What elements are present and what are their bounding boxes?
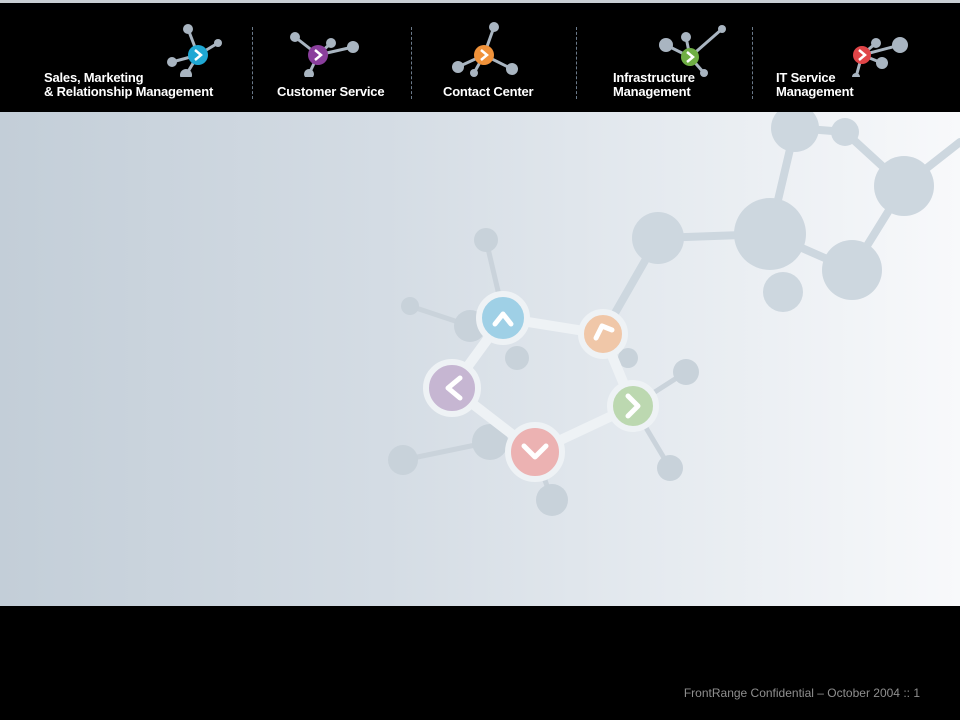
category-label: Sales, Marketing & Relationship Manageme… (44, 70, 214, 99)
content-area (0, 112, 960, 606)
category-label: Customer Service (277, 84, 385, 99)
category-sales-marketing[interactable]: Sales, Marketing & Relationship Manageme… (0, 3, 250, 112)
network-node-icon (852, 37, 908, 77)
category-separator (752, 27, 753, 99)
category-separator (411, 27, 412, 99)
category-infrastructure-management[interactable]: Infrastructure Management (580, 3, 750, 112)
category-it-service-management[interactable]: IT Service Management (756, 3, 956, 112)
network-node-icon (659, 25, 726, 77)
molecule-network-icon (388, 112, 960, 516)
header-bar: Sales, Marketing & Relationship Manageme… (0, 3, 960, 112)
network-node-icon (452, 22, 518, 77)
top-border (0, 0, 960, 3)
category-contact-center[interactable]: Contact Center (414, 3, 574, 112)
category-separator (576, 27, 577, 99)
footer-confidential-text: FrontRange Confidential – October 2004 :… (683, 686, 920, 700)
category-label: IT Service Management (776, 70, 854, 99)
network-node-icon (167, 24, 222, 77)
category-customer-service[interactable]: Customer Service (255, 3, 410, 112)
network-node-icon (290, 32, 359, 77)
footer-bar: FrontRange Confidential – October 2004 :… (0, 606, 960, 720)
category-label: Contact Center (443, 84, 534, 99)
category-label: Infrastructure Management (613, 70, 695, 99)
category-separator (252, 27, 253, 99)
